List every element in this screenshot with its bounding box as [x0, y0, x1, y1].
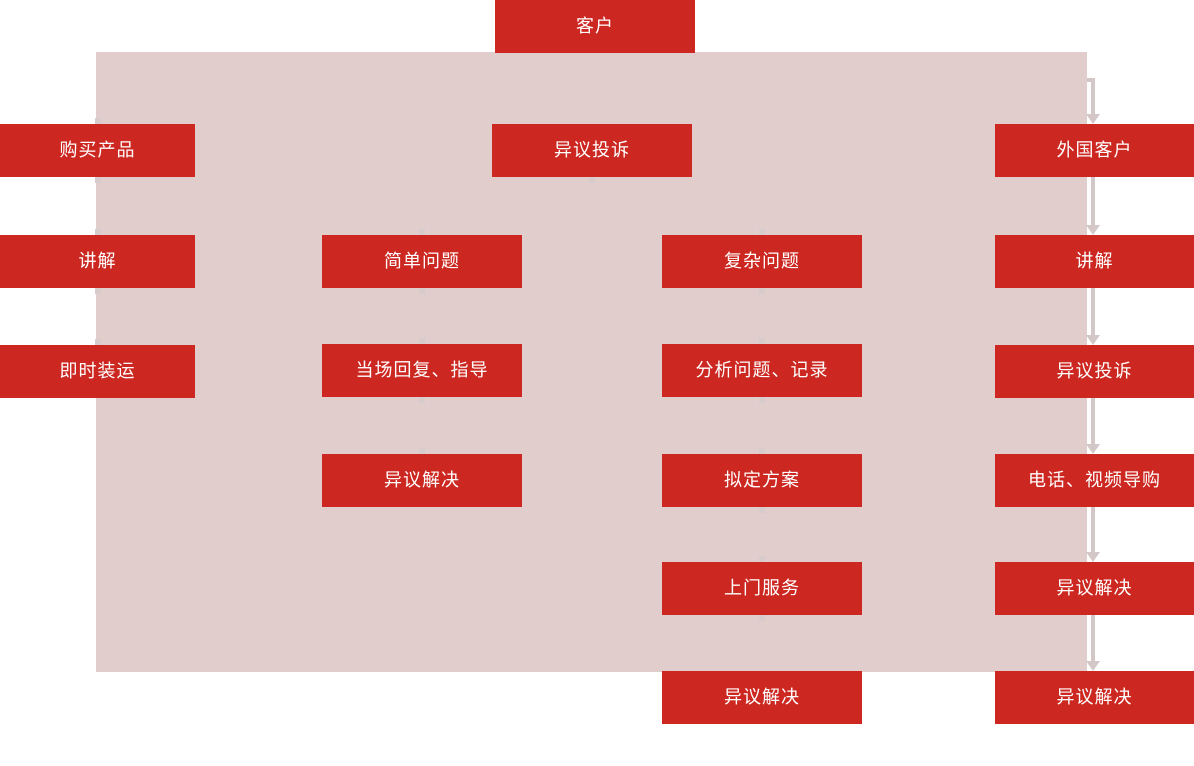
connector-col1-bot-0 [95, 177, 101, 183]
node-root-customer[interactable]: 客户 [495, 0, 695, 53]
connector-arrowhead-col4-2 [1086, 335, 1100, 345]
connector-col2-bot-1 [419, 397, 425, 403]
connector-branch-bot [589, 177, 595, 183]
connector-col3-bot-2 [759, 507, 765, 513]
node-col1-2[interactable]: 即时装运 [0, 345, 195, 398]
connector-col3-top-0 [759, 229, 765, 235]
connector-arrowhead-col4-3 [1086, 444, 1100, 454]
connector-col3-top-1 [759, 338, 765, 344]
node-col1-0[interactable]: 购买产品 [0, 124, 195, 177]
node-col1-1[interactable]: 讲解 [0, 235, 195, 288]
connector-arrowhead-col4-1 [1086, 225, 1100, 235]
node-col4-1[interactable]: 讲解 [995, 235, 1194, 288]
connector-line-col4-0 [1091, 78, 1095, 114]
connector-col1-top-0 [95, 118, 101, 124]
node-branch-complaint[interactable]: 异议投诉 [492, 124, 692, 177]
connector-line-col4-3 [1091, 398, 1095, 444]
connector-arrowhead-col4-0 [1086, 114, 1100, 124]
connector-col2-top-0 [419, 229, 425, 235]
node-col2-0[interactable]: 简单问题 [322, 235, 522, 288]
connector-arrowhead-col4-4 [1086, 552, 1100, 562]
connector-col3-bot-0 [759, 288, 765, 294]
node-col3-0[interactable]: 复杂问题 [662, 235, 862, 288]
connector-line-col4-4 [1091, 507, 1095, 552]
node-col2-1[interactable]: 当场回复、指导 [322, 344, 522, 397]
node-col3-4[interactable]: 异议解决 [662, 671, 862, 724]
connector-col2-top-2 [419, 448, 425, 454]
node-col3-2[interactable]: 拟定方案 [662, 454, 862, 507]
connector-col3-top-3 [759, 556, 765, 562]
node-col4-0[interactable]: 外国客户 [995, 124, 1194, 177]
node-col4-3[interactable]: 电话、视频导购 [995, 454, 1194, 507]
connector-col2-bot-0 [419, 288, 425, 294]
connector-col3-bot-3 [759, 615, 765, 621]
node-col3-1[interactable]: 分析问题、记录 [662, 344, 862, 397]
connector-col1-top-1 [95, 229, 101, 235]
node-col3-3[interactable]: 上门服务 [662, 562, 862, 615]
node-col4-4[interactable]: 异议解决 [995, 562, 1194, 615]
node-col2-2[interactable]: 异议解决 [322, 454, 522, 507]
connector-col1-bot-1 [95, 288, 101, 294]
connector-line-col4-2 [1091, 288, 1095, 335]
connector-col3-top-2 [759, 448, 765, 454]
connector-line-col4-5 [1091, 615, 1095, 661]
connector-col3-bot-1 [759, 397, 765, 403]
connector-col1-top-2 [95, 339, 101, 345]
node-col4-2[interactable]: 异议投诉 [995, 345, 1194, 398]
connector-arrowhead-col4-5 [1086, 661, 1100, 671]
node-col4-5[interactable]: 异议解决 [995, 671, 1194, 724]
connector-line-col4-1 [1091, 177, 1095, 225]
connector-col2-top-1 [419, 338, 425, 344]
